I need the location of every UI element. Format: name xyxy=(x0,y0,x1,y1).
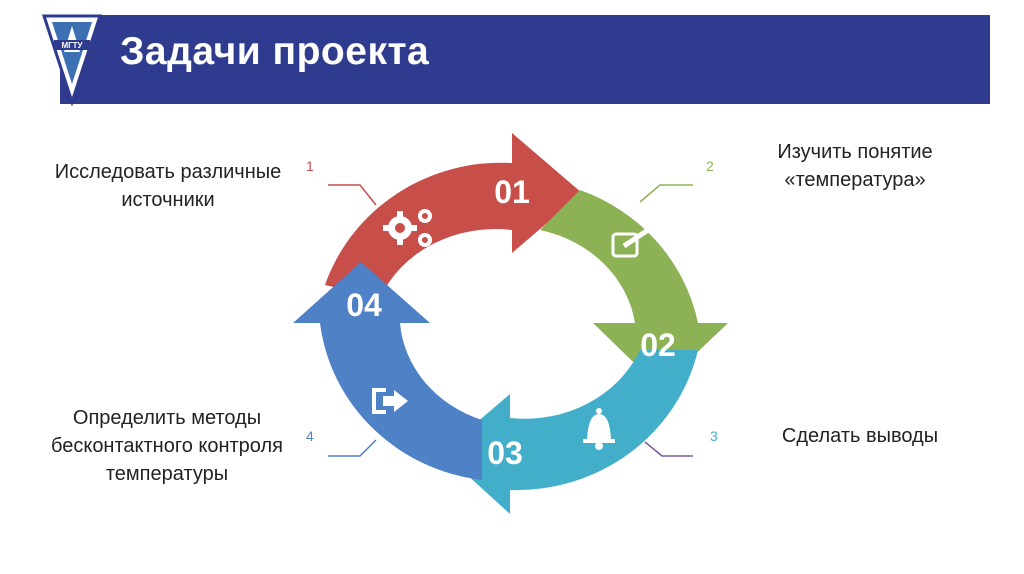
task-4-text: Определить методы бесконтактного контрол… xyxy=(22,404,312,488)
step-2-leader xyxy=(639,184,693,203)
task-1-line-1: Исследовать различные xyxy=(54,161,282,183)
step-1-leader xyxy=(328,184,377,206)
task-4-line-2: бесконтактного контроля xyxy=(50,435,283,457)
task-2-line-2: «температура» xyxy=(784,169,926,191)
sign-out-icon xyxy=(372,388,408,414)
task-2-line-1: Изучить понятие xyxy=(777,141,933,163)
task-2-text: Изучить понятие «температура» xyxy=(740,138,970,194)
step-3-leader xyxy=(644,441,693,457)
task-4-line-1: Определить методы xyxy=(72,407,262,429)
step-2-index: 2 xyxy=(706,158,714,174)
university-logo: МГТУ xyxy=(41,14,103,106)
bell-icon xyxy=(583,408,615,450)
step-3-index: 3 xyxy=(710,428,718,444)
gears-icon xyxy=(383,209,432,247)
step-4-leader xyxy=(328,439,377,457)
step-1-index: 1 xyxy=(306,158,314,174)
task-4-line-3: температуры xyxy=(105,463,229,485)
step-01-number: 01 xyxy=(494,174,530,210)
task-3-line-1: Сделать выводы xyxy=(781,425,939,447)
logo-text: МГТУ xyxy=(61,41,83,50)
page-title: Задачи проекта xyxy=(120,30,430,73)
step-04-arrow xyxy=(293,262,482,480)
step-4-index: 4 xyxy=(306,428,314,444)
header-bar xyxy=(60,15,990,104)
step-02-arrow xyxy=(540,190,728,388)
task-1-line-2: источники xyxy=(121,189,215,211)
edit-icon xyxy=(611,227,650,258)
task-3-text: Сделать выводы xyxy=(755,422,965,450)
step-03-arrow xyxy=(442,350,698,514)
step-02-number: 02 xyxy=(640,327,676,363)
step-01-arrow xyxy=(325,133,582,298)
step-04-number: 04 xyxy=(346,287,382,323)
step-03-number: 03 xyxy=(487,435,523,471)
task-1-text: Исследовать различные источники xyxy=(30,158,306,214)
